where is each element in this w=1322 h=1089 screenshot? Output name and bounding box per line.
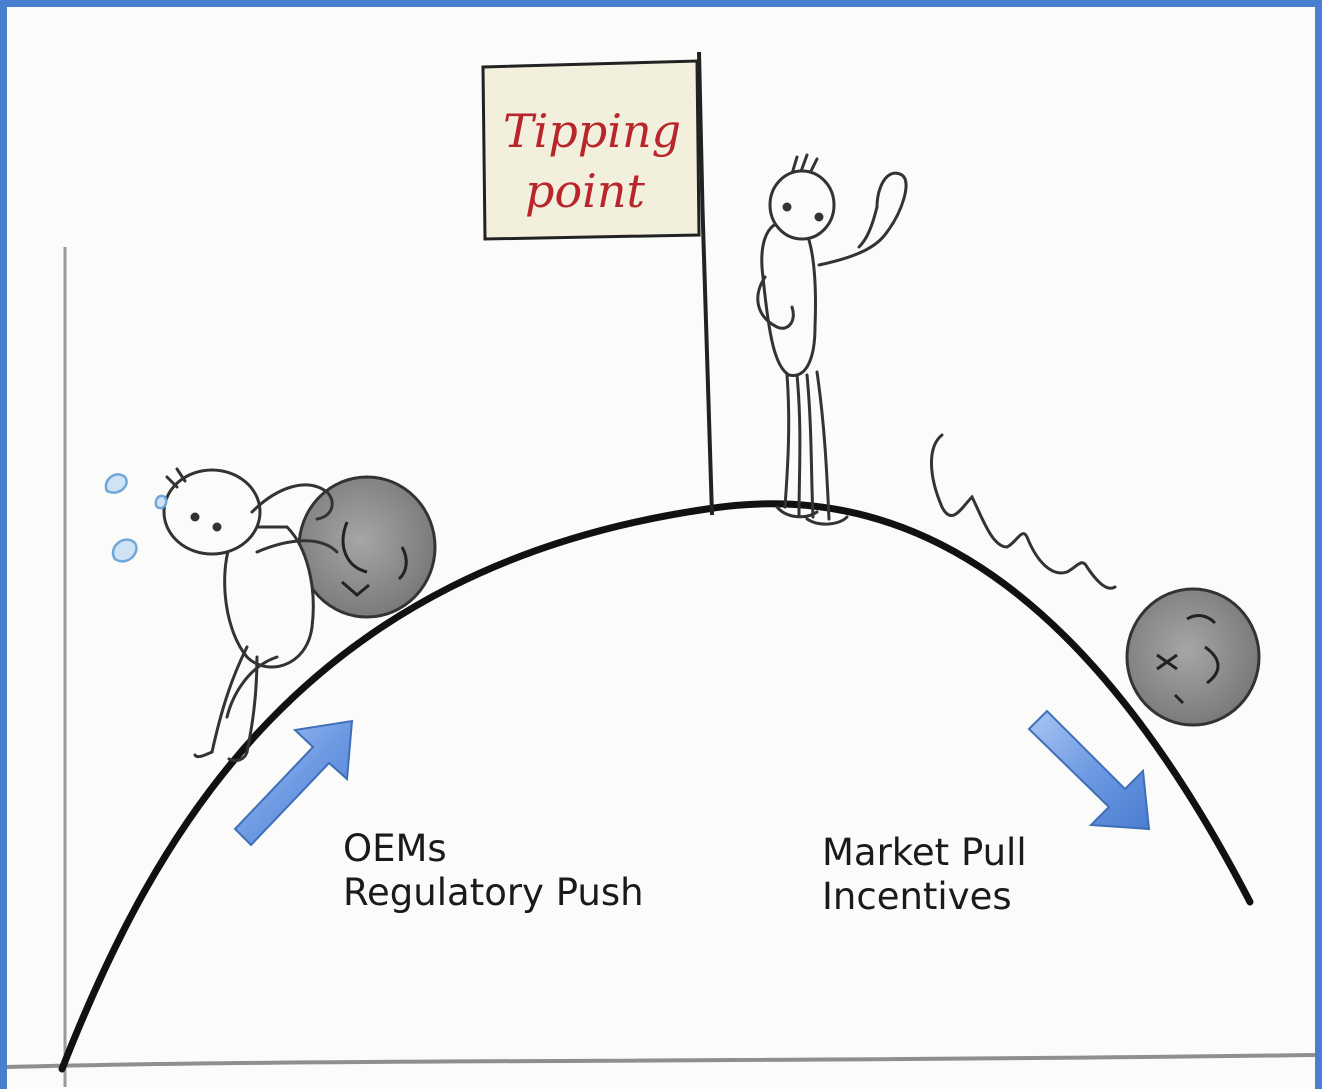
left-label-line2: Regulatory Push xyxy=(343,871,644,915)
flag-text-line2: point xyxy=(525,164,645,218)
left-label-line1: OEMs xyxy=(343,827,447,870)
rolling-ball xyxy=(297,475,437,619)
motion-squiggle xyxy=(930,433,1117,590)
flag-text-line1: Tipping xyxy=(503,104,681,158)
x-axis xyxy=(7,1053,1315,1069)
y-axis xyxy=(63,246,68,1088)
right-label-line1: Market Pull xyxy=(822,831,1027,874)
right-label: Market Pull Incentives xyxy=(822,831,1027,920)
right-label-line2: Incentives xyxy=(822,875,1012,919)
push-arrow xyxy=(233,719,354,847)
pushing-figure xyxy=(162,467,339,763)
left-label: OEMs Regulatory Push xyxy=(343,827,644,916)
tipping-point-flag: Tipping point xyxy=(481,51,714,516)
hill-curve xyxy=(58,500,1254,1073)
sweat-drops xyxy=(104,473,168,563)
diagram-canvas: Tipping point xyxy=(7,7,1315,1089)
pull-arrow xyxy=(1027,709,1151,831)
rolling-ball-right xyxy=(1125,587,1261,727)
tipping-point-illustration: Tipping point xyxy=(7,51,1315,1088)
standing-waving-figure xyxy=(756,153,908,526)
